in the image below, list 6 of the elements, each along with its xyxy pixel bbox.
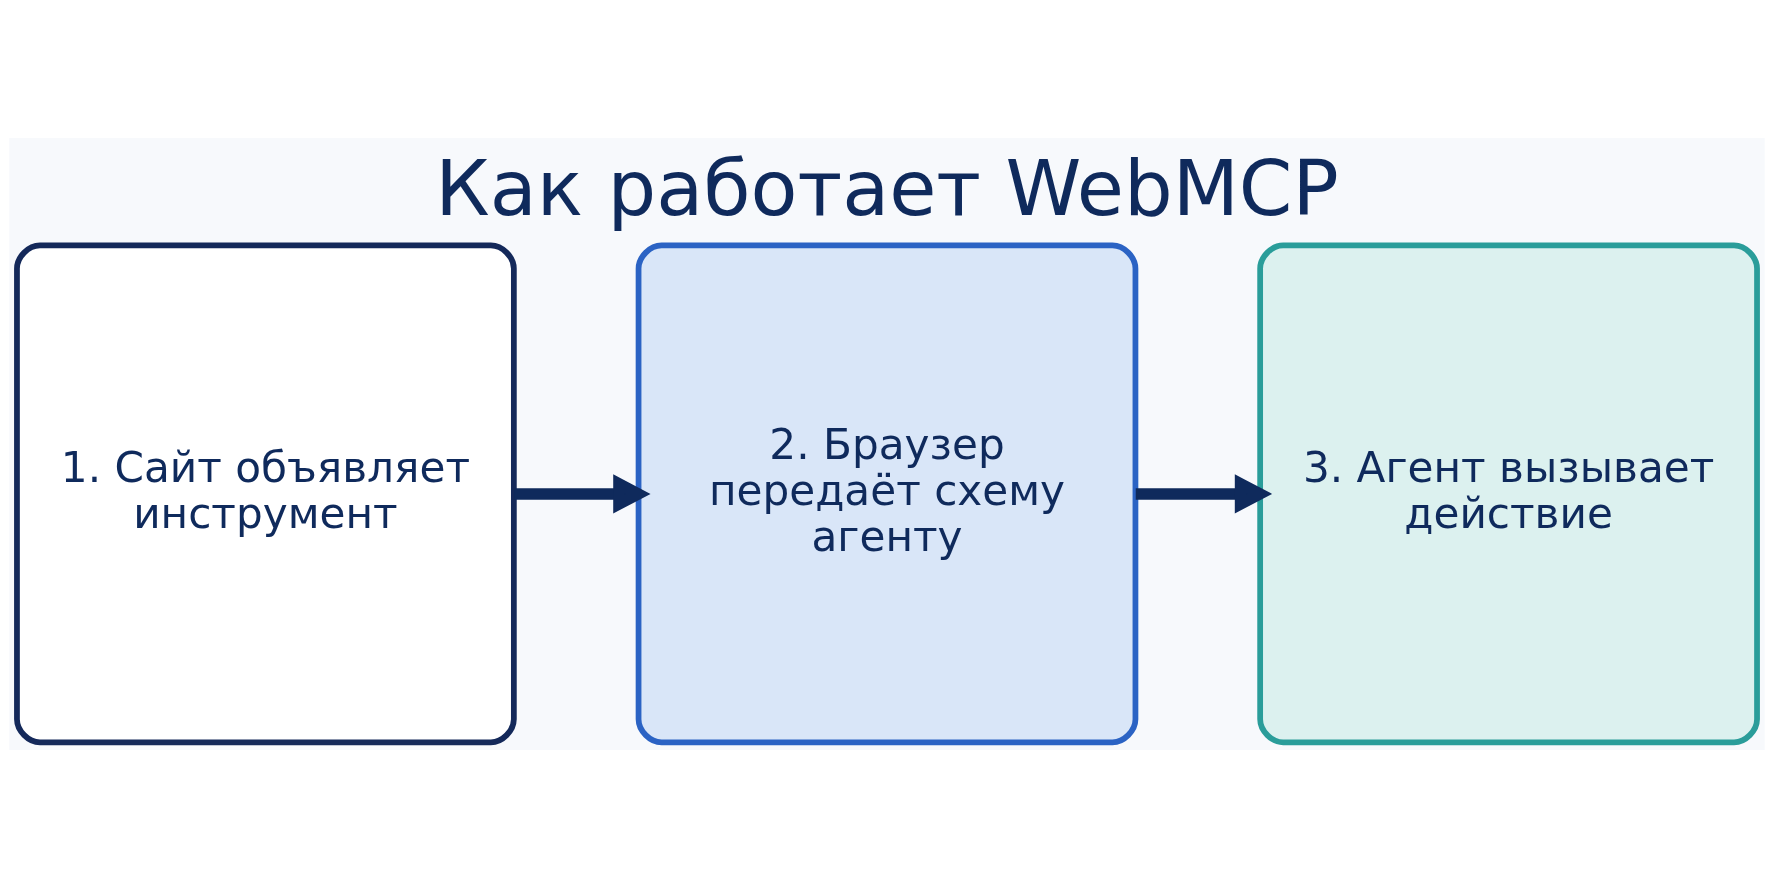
diagram-title: Как работает WebMCP (435, 143, 1339, 233)
node-box: 3. Агент вызывает действие (1257, 242, 1760, 745)
arrow (1135, 473, 1273, 513)
arrow (514, 473, 651, 513)
node-box: 1. Сайт объявляет инструмент (14, 242, 517, 745)
node-box: 2. Браузер передаёт схему агенту (635, 242, 1139, 745)
